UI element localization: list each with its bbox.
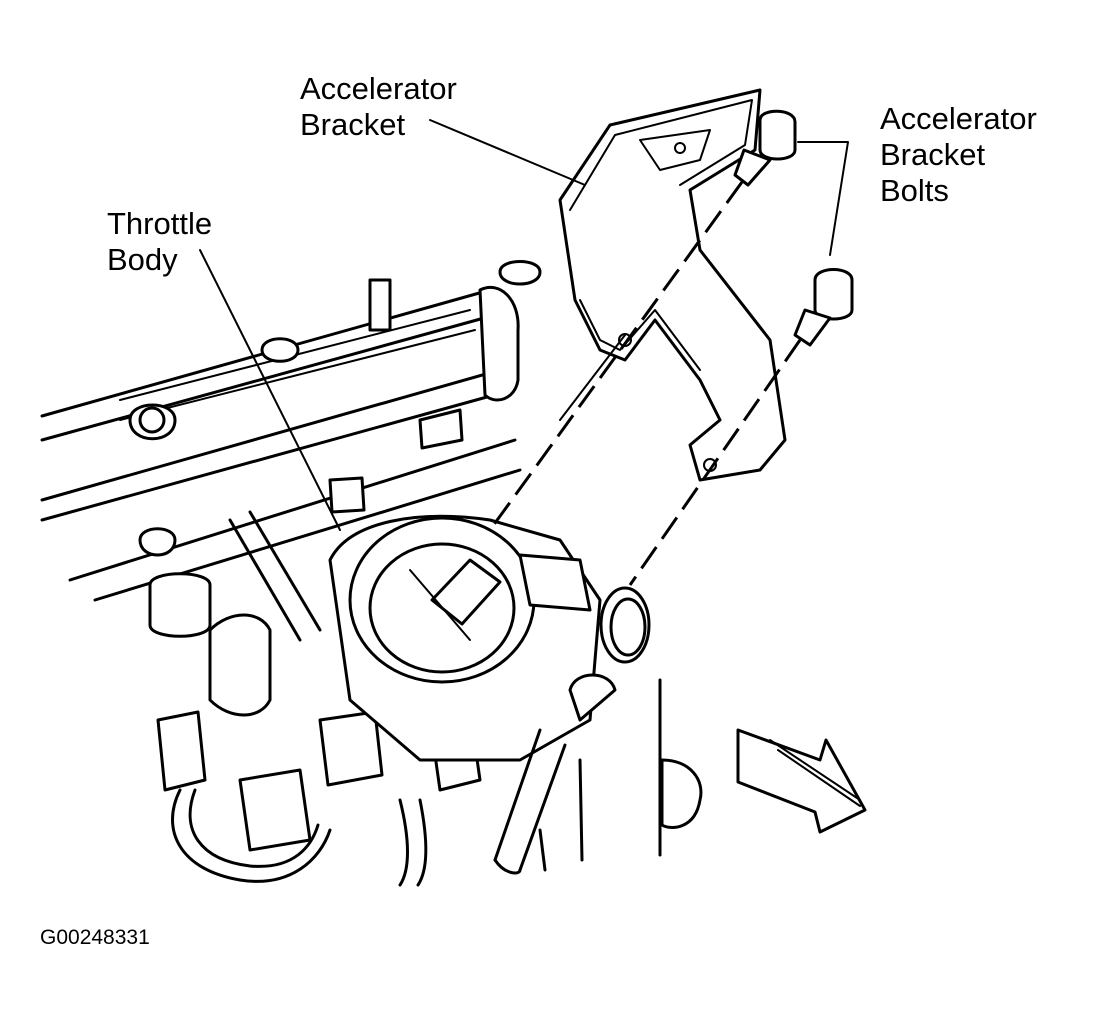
figure-id: G00248331 (40, 926, 150, 949)
bolts-label-line-1: Accelerator (880, 101, 1037, 136)
accelerator-bracket-label-line-1: Accelerator (300, 71, 457, 106)
leader-lines (199, 119, 849, 531)
sensor-and-hose (493, 586, 703, 875)
installation-lines (488, 181, 802, 586)
wiring-harness (148, 510, 482, 887)
throttle-body-label-line-1: Throttle (107, 206, 213, 241)
accelerator-bracket-bolts-label: Accelerator Bracket Bolts (880, 101, 1037, 209)
throttle-body-label: Throttle Body (107, 206, 212, 278)
accelerator-bracket-bolts (733, 109, 854, 347)
bolts-label-line-3: Bolts (880, 173, 949, 208)
throttle-body-label-line-2: Body (107, 242, 178, 277)
rail-bolts (128, 260, 542, 557)
front-direction-arrow (736, 728, 867, 834)
throttle-body (328, 514, 602, 762)
accelerator-bracket (558, 88, 787, 482)
accelerator-bracket-label-line-2: Bracket (300, 107, 406, 142)
accelerator-bracket-label: Accelerator Bracket (300, 71, 457, 143)
bolts-label-line-2: Bracket (880, 137, 986, 172)
